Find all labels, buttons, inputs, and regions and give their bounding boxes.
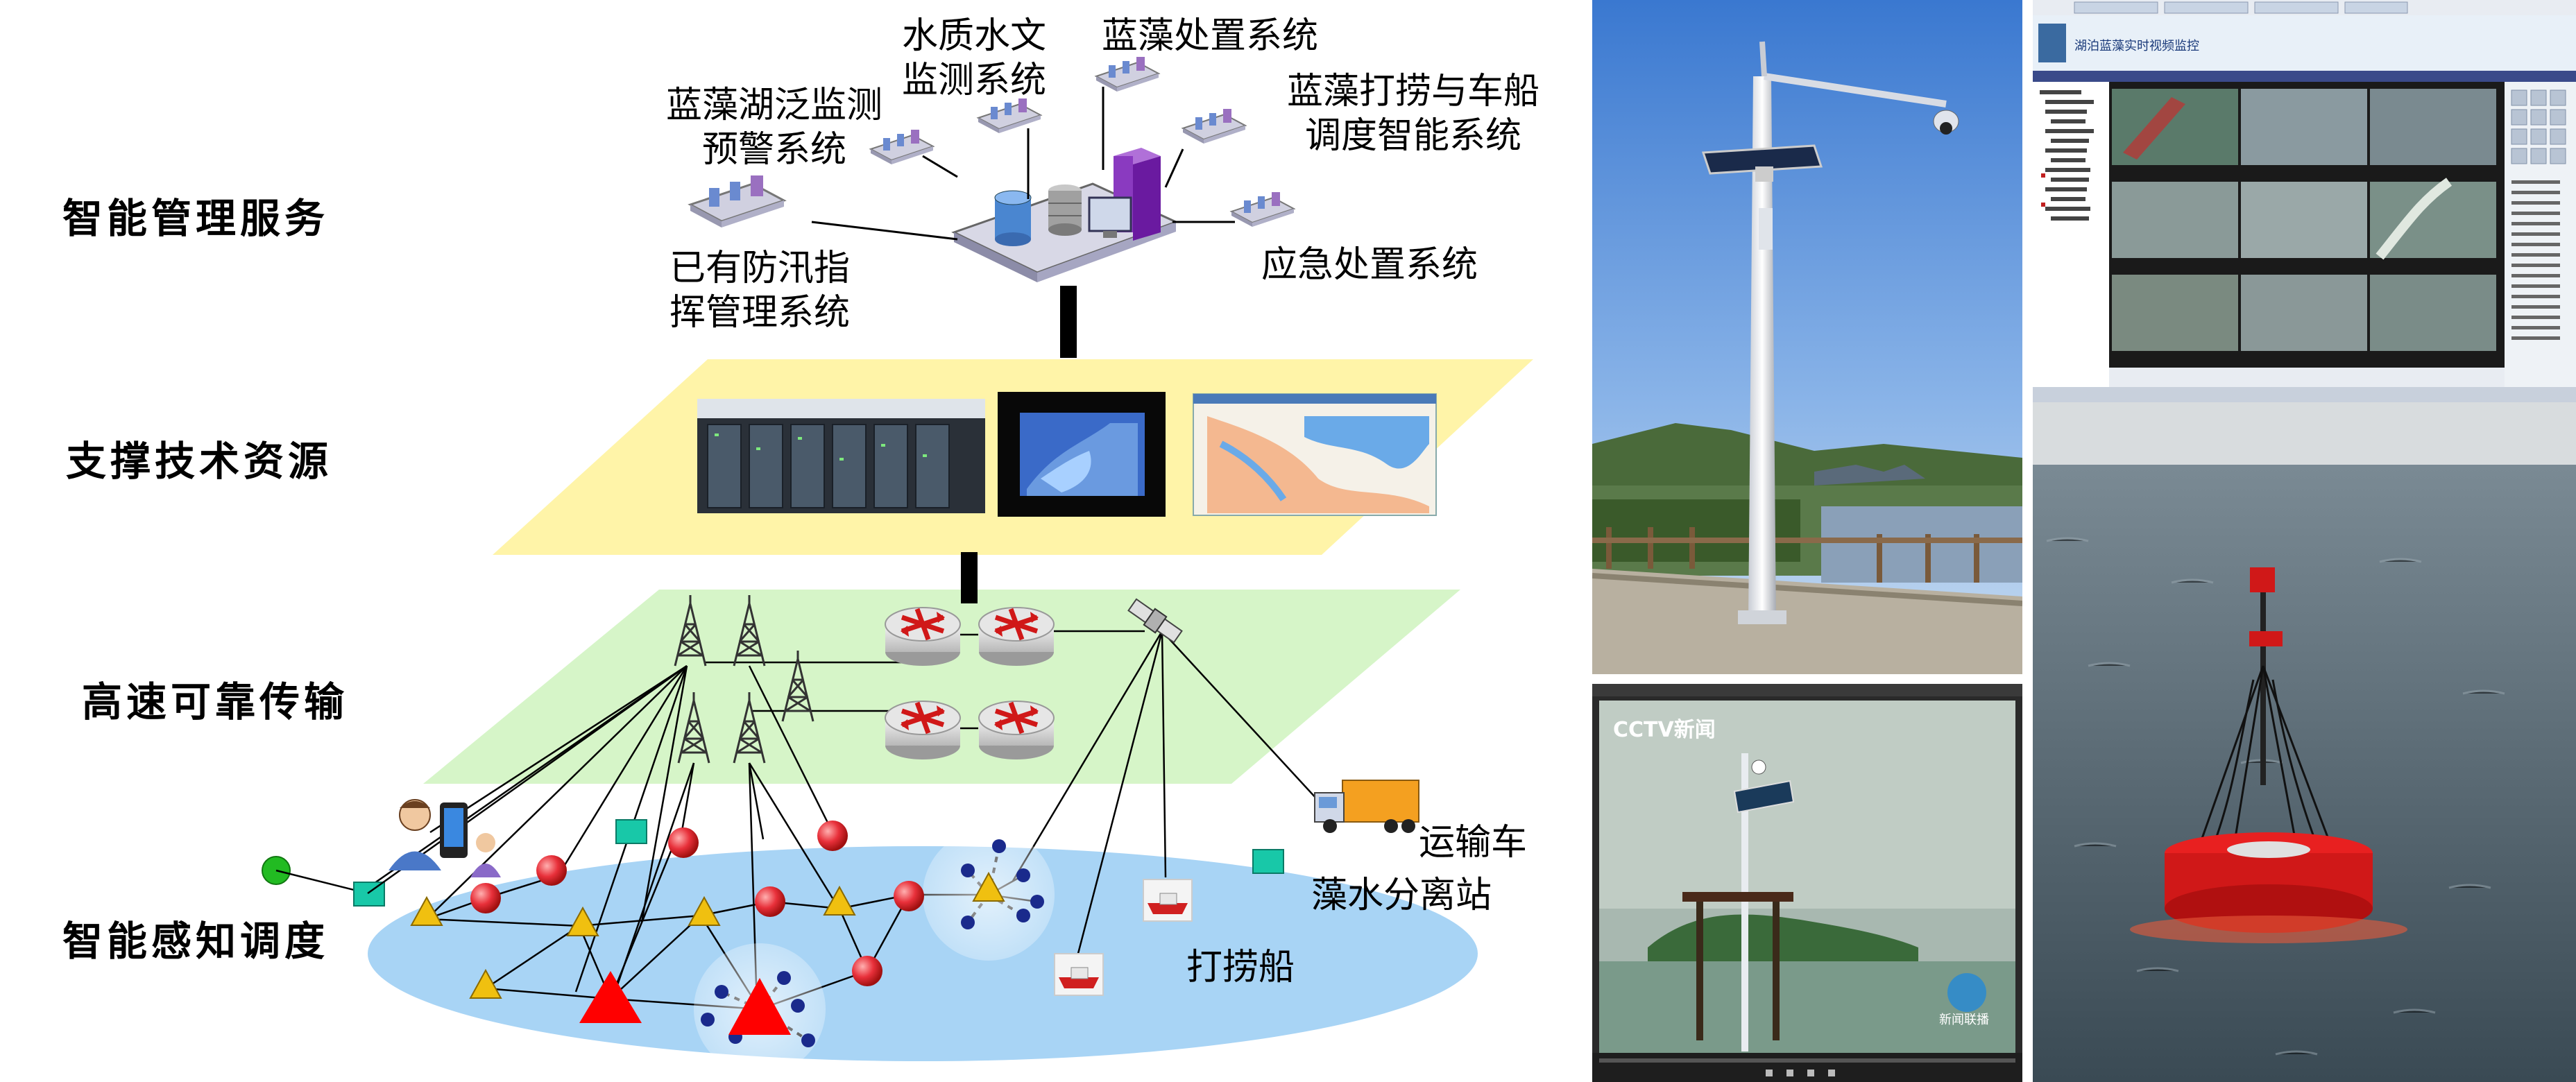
buoy-photo bbox=[2033, 402, 2576, 1082]
label-flood-control: 已有防汛指 挥管理系统 bbox=[669, 246, 850, 335]
salvage-boat-icon bbox=[1055, 954, 1103, 995]
algae-disposal-computer bbox=[1096, 57, 1159, 92]
label-salvage-dispatch-line1: 蓝藻打捞与车船 bbox=[1287, 69, 1539, 114]
label-truck: 运输车 bbox=[1419, 813, 1527, 865]
label-water-quality-line1: 水质水文 bbox=[902, 14, 1046, 58]
news-badge: 新闻联播 bbox=[1939, 1013, 1989, 1027]
monitoring-software-screenshot: 湖泊蓝藻实时视频监控 bbox=[2033, 0, 2576, 402]
water-quality-computer bbox=[978, 98, 1041, 133]
connector-mid bbox=[961, 552, 978, 603]
router-3 bbox=[885, 701, 960, 759]
management-platform bbox=[954, 148, 1176, 282]
router-1 bbox=[885, 608, 960, 666]
label-salvage-dispatch: 蓝藻打捞与车船 调度智能系统 bbox=[1287, 69, 1539, 158]
monitor-app-title: 湖泊蓝藻实时视频监控 bbox=[2074, 39, 2199, 53]
monitor-node bbox=[470, 883, 501, 913]
monitor-node bbox=[894, 881, 924, 911]
label-separation-station: 藻水分离站 bbox=[1311, 866, 1492, 918]
layer-label-support: 支撑技术资源 bbox=[66, 429, 332, 487]
salvage-boat-icon bbox=[1143, 879, 1192, 921]
label-bloom-warning: 蓝藻湖泛监测 预警系统 bbox=[666, 83, 882, 172]
label-flood-control-line1: 已有防汛指 bbox=[669, 246, 850, 291]
label-bloom-warning-line2: 预警系统 bbox=[666, 128, 882, 172]
cctv-logo: CCTV新闻 bbox=[1613, 718, 1716, 742]
cctv-news-photo: CCTV新闻 新闻联播 bbox=[1592, 684, 2022, 1082]
label-flood-control-line2: 挥管理系统 bbox=[669, 291, 850, 335]
camera-pole-photo bbox=[1592, 0, 2022, 674]
label-water-quality: 水质水文 监测系统 bbox=[902, 14, 1046, 103]
label-algae-disposal: 蓝藻处置系统 bbox=[1102, 14, 1318, 58]
teal-station bbox=[616, 820, 647, 843]
monitor-node bbox=[852, 956, 882, 986]
layer-label-management: 智能管理服务 bbox=[62, 186, 329, 244]
label-emergency: 应急处置系统 bbox=[1261, 243, 1478, 287]
salvage-dispatch-computer bbox=[1183, 109, 1245, 144]
connector-top bbox=[1060, 286, 1077, 358]
teal-station bbox=[1253, 850, 1283, 873]
label-bloom-warning-line1: 蓝藻湖泛监测 bbox=[666, 83, 882, 128]
video-wall-photo bbox=[998, 392, 1166, 517]
layer-label-transmission: 高速可靠传输 bbox=[82, 669, 348, 728]
map-screen-photo bbox=[1193, 394, 1436, 515]
transport-truck-icon bbox=[1315, 780, 1419, 833]
monitor-node bbox=[817, 821, 848, 851]
monitor-node bbox=[536, 855, 567, 886]
label-salvage-dispatch-line2: 调度智能系统 bbox=[1287, 114, 1539, 158]
label-salvage-boat: 打捞船 bbox=[1186, 938, 1295, 990]
monitor-node bbox=[668, 827, 699, 858]
router-2 bbox=[979, 608, 1054, 666]
router-4 bbox=[979, 701, 1054, 759]
label-water-quality-line2: 监测系统 bbox=[902, 58, 1046, 103]
flood-control-computer bbox=[690, 175, 784, 227]
monitor-node bbox=[755, 886, 785, 917]
layer-label-perception: 智能感知调度 bbox=[62, 909, 329, 967]
emergency-computer bbox=[1231, 192, 1294, 227]
datacenter-photo bbox=[697, 399, 985, 513]
